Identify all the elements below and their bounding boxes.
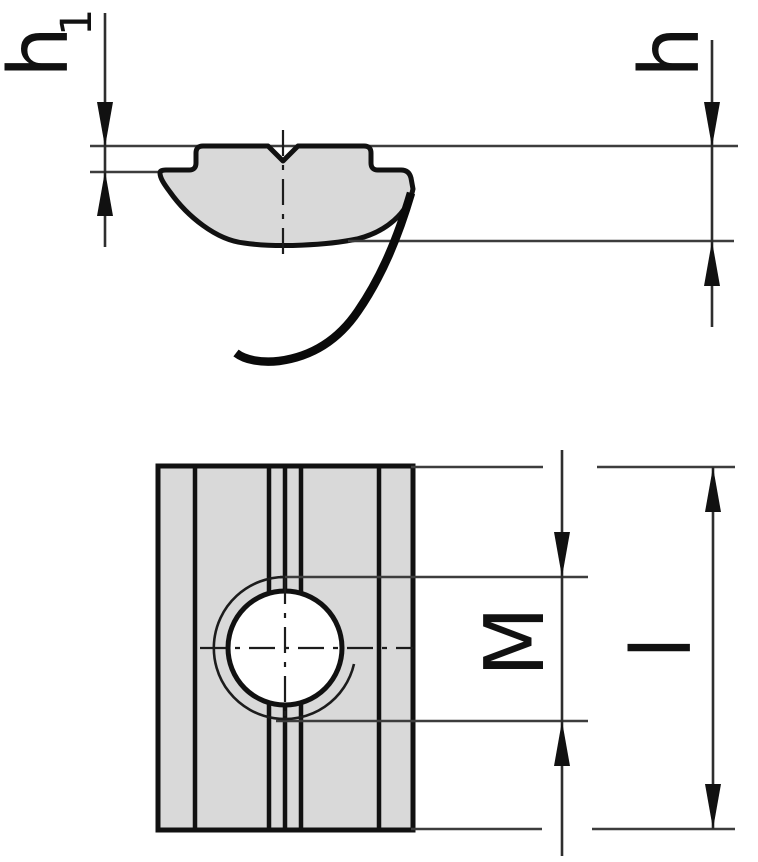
thread-arc — [212, 575, 356, 721]
dimension-m: M — [468, 450, 570, 856]
dimension-l: l — [411, 465, 735, 831]
dimension-h: h — [623, 26, 720, 327]
dimension-label-h1: h1 — [0, 9, 102, 78]
arrowhead-m-bottom — [554, 721, 570, 766]
arrowhead-h-top — [704, 102, 720, 147]
arrowhead-h1-bottom — [97, 171, 113, 216]
arrowhead-m-top — [554, 532, 570, 577]
dimension-label-l: l — [615, 636, 710, 659]
section-view — [90, 130, 738, 366]
arrowhead-h1-top — [97, 102, 113, 147]
arrowhead-l-bottom — [705, 784, 721, 829]
arrowhead-l-top — [705, 467, 721, 512]
plan-view — [155, 463, 588, 833]
nut-profile-section — [157, 143, 416, 249]
dimension-label-m: M — [468, 606, 563, 677]
dimension-h1: h1 — [0, 9, 113, 247]
arrowhead-h-bottom — [704, 241, 720, 286]
dimension-label-h: h — [623, 26, 718, 78]
spring-leaf — [233, 191, 416, 366]
